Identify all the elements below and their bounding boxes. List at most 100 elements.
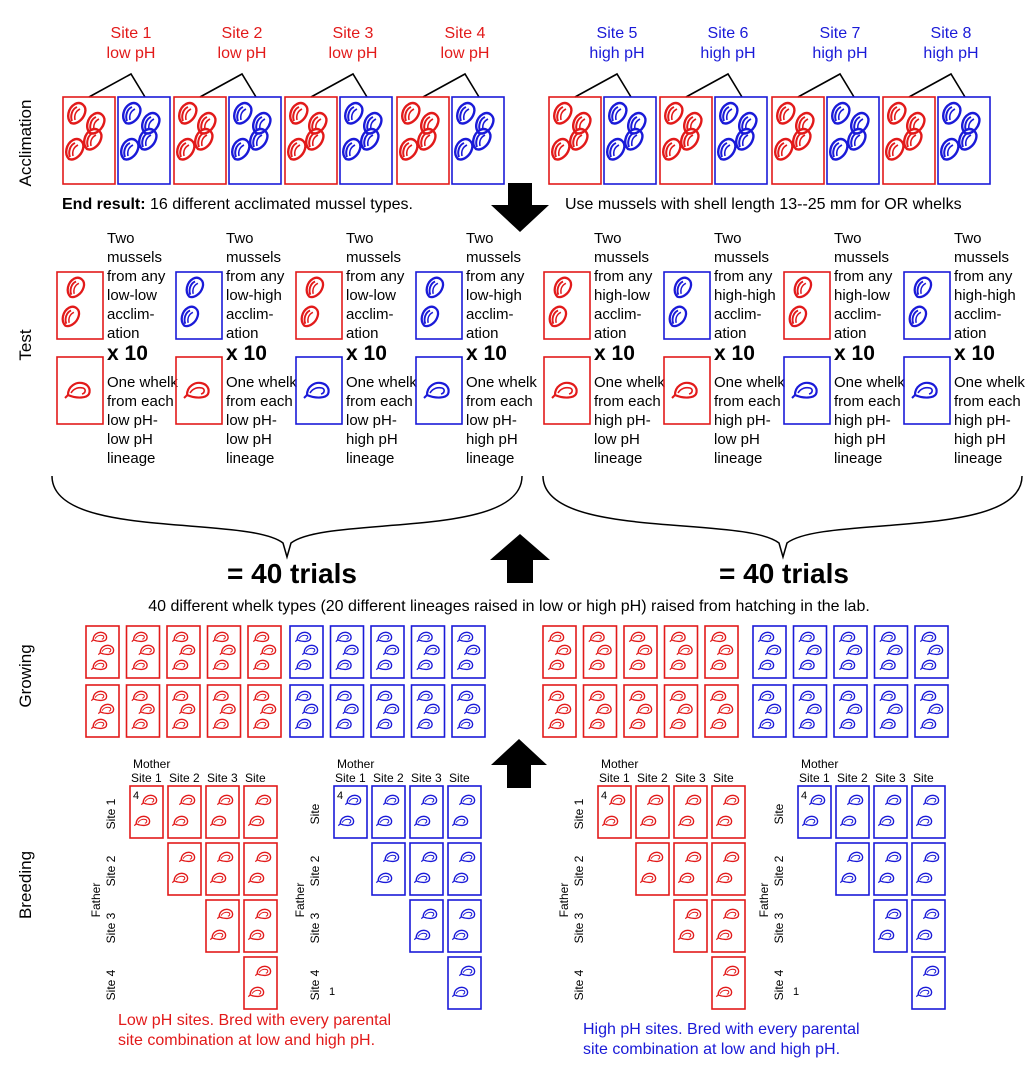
whelk-icon (588, 631, 605, 643)
whelk-icon (456, 718, 474, 730)
site-connector (797, 72, 855, 98)
whelk-icon (715, 815, 733, 827)
test-whelk-desc: lineage (226, 450, 274, 467)
mussel-icon (420, 305, 440, 328)
mussel-icon (401, 101, 421, 125)
test-mussel-tank (783, 271, 831, 340)
whelk-icon (259, 644, 277, 656)
site-name: Site 8 (931, 25, 972, 42)
whelk-icon (131, 718, 148, 730)
breeding-tank (673, 785, 708, 839)
breeding-tank (447, 899, 482, 953)
test-mussel-tank (543, 271, 591, 340)
test-whelk-desc: lineage (714, 450, 762, 467)
whelk-icon (722, 794, 740, 806)
test-mussel-desc: ation (714, 325, 747, 342)
whelk-icon (722, 851, 740, 863)
whelk-icon (877, 872, 895, 884)
test-whelk-desc: low pH- (226, 412, 277, 429)
grouping-brace (542, 475, 1023, 560)
site-connector (310, 72, 368, 98)
whelk-icon (178, 703, 196, 715)
whelk-icon (294, 718, 312, 730)
whelk-icon (838, 690, 856, 702)
whelk-icon (919, 659, 937, 671)
mussel-icon (608, 101, 628, 125)
mother-site-label: Site 2 (837, 771, 868, 785)
whelk-icon (422, 381, 450, 400)
whelk-icon (216, 908, 234, 920)
whelk-icon (254, 851, 272, 863)
whelk-icon (845, 703, 863, 715)
acclimation-tank (396, 96, 450, 185)
test-mussel-tank (295, 271, 343, 340)
test-whelk-desc: high pH- (954, 412, 1011, 429)
whelk-icon (709, 631, 727, 643)
breeding-tank (409, 785, 444, 839)
breeding-tank (167, 842, 202, 896)
mussel-icon (289, 101, 309, 125)
test-multiplier: x 10 (466, 342, 507, 365)
site-ph: low pH (329, 45, 378, 62)
breeding-tank (205, 842, 240, 896)
growing-tank (125, 625, 161, 679)
breeding-tank (243, 785, 278, 839)
whelk-icon (879, 690, 896, 702)
test-mussel-desc: mussels (226, 249, 281, 266)
whelk-icon (669, 718, 686, 730)
test-whelk-desc: from each (466, 393, 533, 410)
whelk-icon (375, 631, 393, 643)
father-site-label: Site (308, 803, 322, 824)
whelk-icon (375, 690, 393, 702)
whelk-icon (247, 929, 265, 941)
mussel-icon (66, 276, 86, 299)
site-ph: low pH (441, 45, 490, 62)
test-whelk-desc: high pH (954, 431, 1006, 448)
mother-label: Mother (601, 757, 638, 771)
growing-tank (704, 625, 739, 679)
growing-tank (370, 684, 405, 738)
breeding-tank (873, 899, 908, 953)
test-mussel-desc: low-high (226, 287, 282, 304)
whelk-icon (838, 718, 856, 730)
test-whelk-desc: One whelk (107, 374, 178, 391)
test-mussel-desc: Two (594, 230, 622, 247)
test-whelk-desc: from each (226, 393, 293, 410)
test-mussel-desc: from any (466, 268, 525, 285)
mother-site-label: Site 1 (131, 771, 162, 785)
mussel-icon (792, 127, 812, 151)
whelk-icon (922, 965, 940, 977)
whelk-icon (182, 381, 210, 400)
whelk-icon (646, 794, 664, 806)
whelk-icon (451, 815, 469, 827)
whelk-icon (171, 718, 189, 730)
test-whelk-tank (783, 356, 831, 425)
mother-site-label: Site 1 (335, 771, 366, 785)
growing-tank (833, 684, 868, 738)
whelk-icon (335, 718, 352, 730)
mussel-icon (680, 127, 700, 151)
mother-site-label: Site 3 (207, 771, 238, 785)
test-multiplier: x 10 (346, 342, 387, 365)
arrow-down-icon (491, 183, 549, 232)
mussel-icon (662, 137, 682, 161)
test-multiplier: x 10 (226, 342, 267, 365)
whelk-icon (138, 644, 155, 656)
whelk-icon (131, 631, 148, 643)
test-whelk-desc: low pH (594, 431, 640, 448)
whelk-icon (294, 631, 312, 643)
test-mussel-desc: acclim- (466, 306, 514, 323)
whelk-icon (639, 815, 657, 827)
mussel-size-note: Use mussels with shell length 13--25 mm … (565, 196, 962, 213)
mother-label: Mother (133, 757, 170, 771)
acclimation-tank (937, 96, 991, 185)
whelk-icon (171, 659, 189, 671)
whelk-icon (416, 659, 433, 671)
whelk-icon (608, 794, 626, 806)
site-name: Site 7 (820, 25, 861, 42)
whelk-icon (458, 851, 476, 863)
whelk-icon (669, 690, 686, 702)
growing-tank (206, 684, 242, 738)
growing-tank (247, 684, 282, 738)
growing-tank (125, 684, 161, 738)
